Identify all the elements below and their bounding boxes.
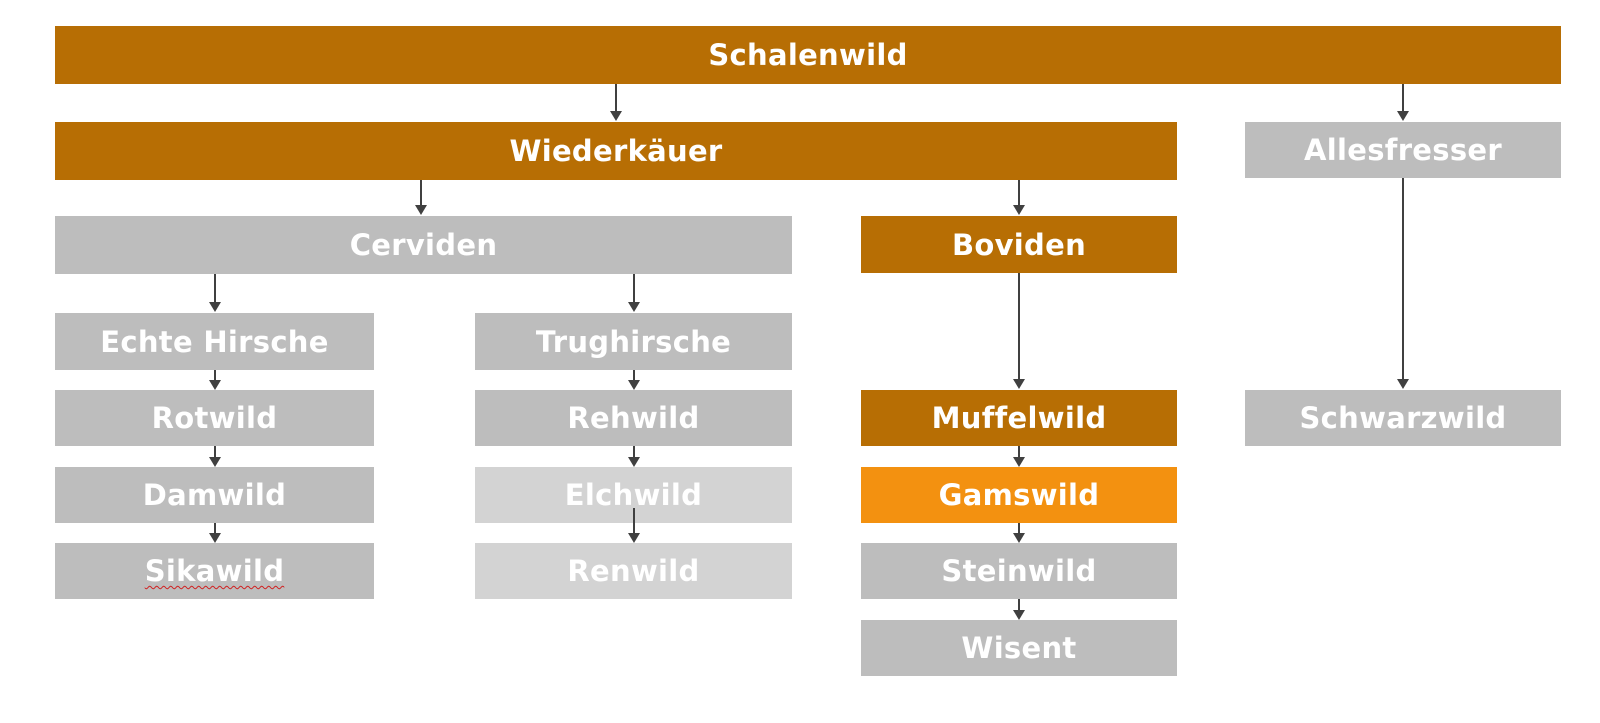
node-wiederkaeuer: Wiederkäuer [55, 122, 1177, 180]
connector-arrow [209, 446, 221, 467]
node-damwild: Damwild [55, 467, 374, 523]
node-label: Trughirsche [535, 324, 732, 359]
node-label: Steinwild [941, 554, 1097, 588]
node-renwild: Renwild [475, 543, 792, 599]
node-steinwild: Steinwild [861, 543, 1177, 599]
node-elchwild: Elchwild [475, 467, 792, 523]
node-label: Allesfresser [1304, 133, 1502, 167]
node-rehwild: Rehwild [475, 390, 792, 446]
connector-arrow [209, 523, 221, 543]
connector-arrow [1013, 180, 1025, 215]
node-label: Elchwild [564, 478, 703, 512]
node-muffelwild: Muffelwild [861, 390, 1177, 446]
connector-arrow [415, 180, 427, 215]
node-wisent: Wisent [861, 620, 1177, 676]
connector-arrow [1013, 273, 1025, 389]
node-sikawild: Sikawild [55, 543, 374, 599]
node-trughirsche: Trughirsche [475, 313, 792, 370]
connector-arrow [1013, 446, 1025, 467]
node-label: Rehwild [567, 401, 700, 435]
node-label: Damwild [142, 478, 287, 512]
node-label: Echte Hirsche [100, 324, 329, 359]
node-label: Schwarzwild [1299, 401, 1507, 435]
node-gamswild: Gamswild [861, 467, 1177, 523]
node-label: Gamswild [938, 478, 1100, 512]
node-schalenwild: Schalenwild [55, 26, 1561, 84]
connector-arrow [1397, 84, 1409, 121]
node-cerviden: Cerviden [55, 216, 792, 274]
node-label: Boviden [951, 227, 1087, 262]
connector-arrow [209, 274, 221, 312]
connector-arrow [209, 370, 221, 390]
node-rotwild: Rotwild [55, 390, 374, 446]
node-schwarzwild: Schwarzwild [1245, 390, 1561, 446]
connector-arrow [1013, 523, 1025, 543]
node-label: Renwild [567, 554, 700, 588]
connector-arrow [1397, 178, 1409, 389]
connector-arrow [628, 508, 640, 543]
node-allesfresser: Allesfresser [1245, 122, 1561, 178]
connector-arrow [628, 274, 640, 312]
connector-arrow [628, 370, 640, 390]
node-echte-hirsche: Echte Hirsche [55, 313, 374, 370]
node-label: Wisent [961, 631, 1077, 665]
node-label: Rotwild [151, 401, 278, 435]
node-label: Muffelwild [931, 401, 1107, 435]
node-boviden: Boviden [861, 216, 1177, 273]
connector-arrow [610, 84, 622, 121]
connector-arrow [628, 446, 640, 467]
node-label: Schalenwild [708, 38, 908, 72]
node-label: Wiederkäuer [509, 134, 723, 168]
connector-arrow [1013, 599, 1025, 620]
node-label: Sikawild [144, 554, 285, 588]
node-label: Cerviden [349, 228, 498, 262]
